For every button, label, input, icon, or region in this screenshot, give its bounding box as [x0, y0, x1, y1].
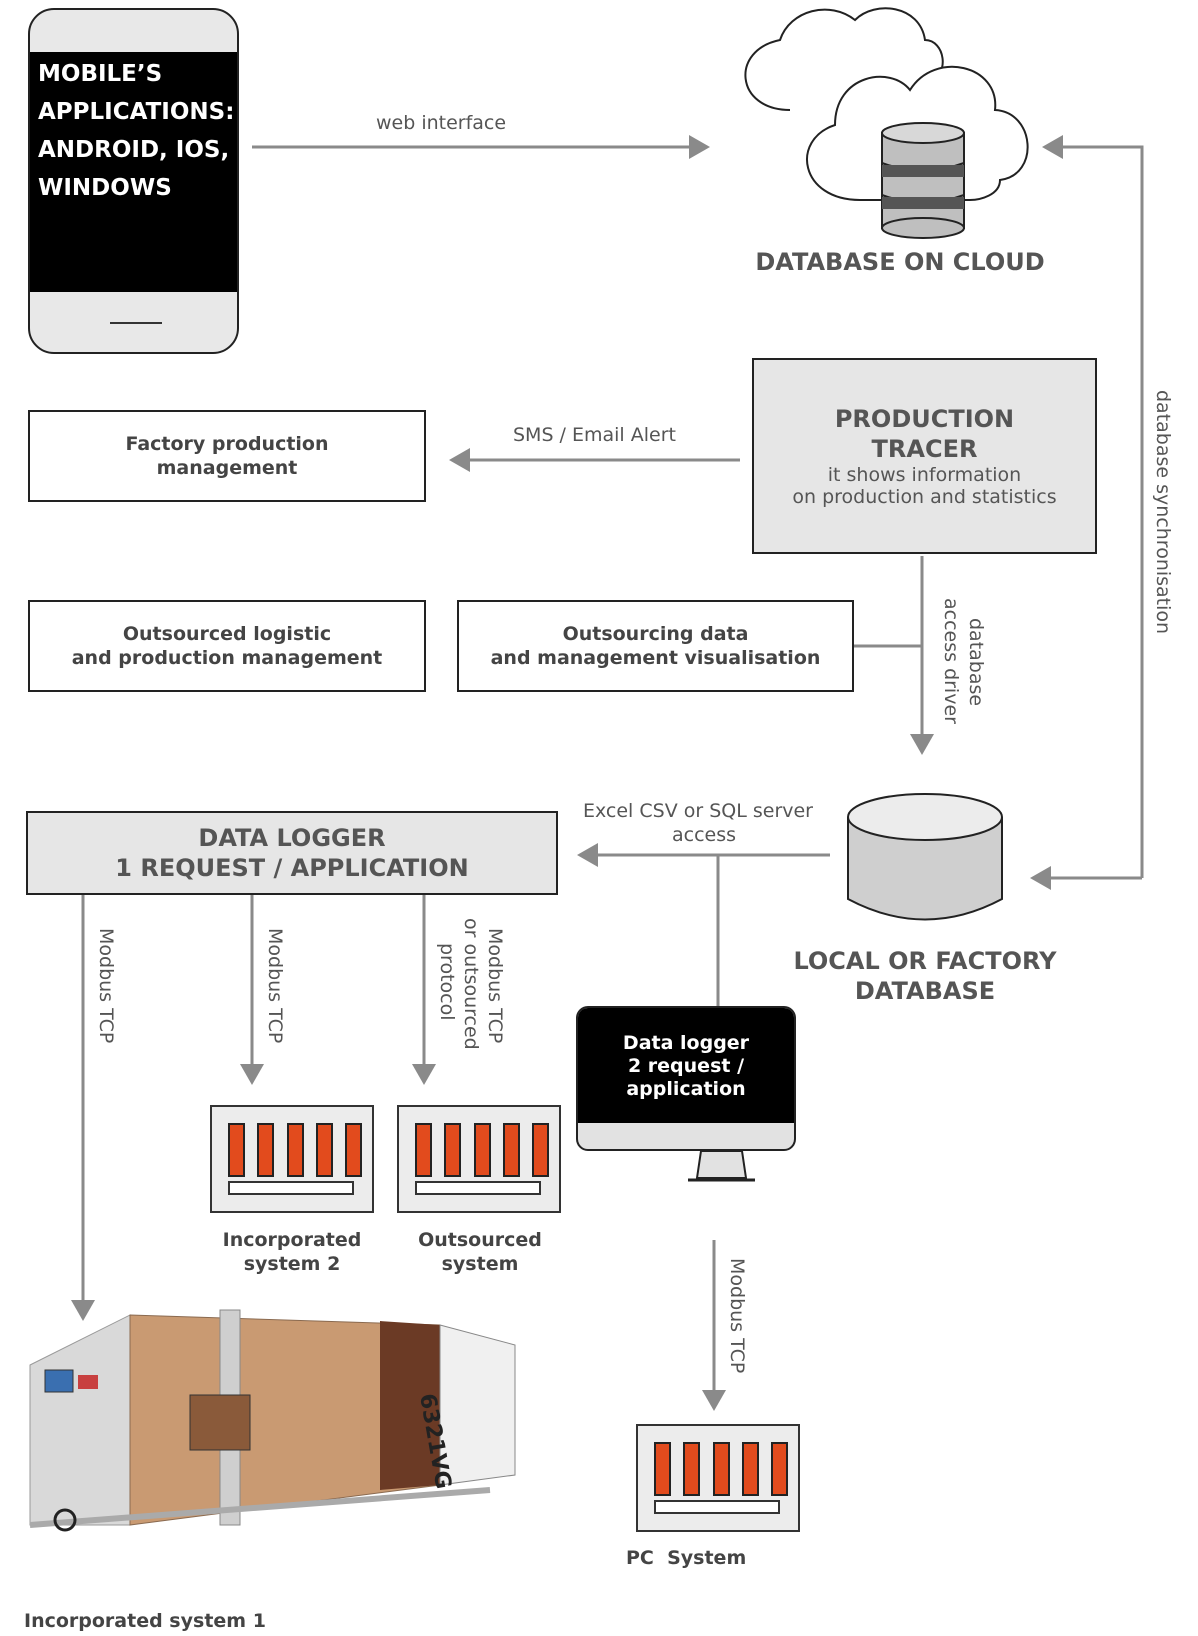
tracer-title-2: TRACER: [871, 435, 978, 463]
mobile-line-1: MOBILE’S: [38, 61, 163, 87]
logger2-line-1: Data logger: [622, 1032, 750, 1054]
outsourcing-data-box: Outsourcing data and management visualis…: [457, 600, 854, 692]
phone-screen: [30, 52, 237, 292]
plc-slot: [228, 1181, 354, 1195]
outsourcing-data-line-1: Outsourcing data: [562, 623, 749, 645]
production-tracer-box: PRODUCTION TRACER it shows information o…: [752, 358, 1097, 554]
plc-indicator: [286, 1123, 304, 1177]
plc-indicator: [257, 1123, 275, 1177]
incorporated-system-2-plc: [210, 1105, 374, 1213]
plc-indicators: [415, 1123, 549, 1177]
monitor-screen: Data logger 2 request / application: [578, 1008, 794, 1123]
database-cylinder-cloud-icon: [881, 122, 965, 239]
modbus-label-1: Modbus TCP: [95, 928, 117, 1044]
incorporated-system-1-label: Incorporated system 1: [24, 1610, 266, 1632]
cnc-machine-image: 6321VG: [29, 1309, 516, 1532]
phone-home-bar: [110, 322, 162, 324]
incorporated-2-line-2: system 2: [243, 1253, 341, 1275]
local-database-icon: [847, 793, 1003, 921]
mobile-apps-label: MOBILE’S APPLICATIONS: ANDROID, IOS, WIN…: [38, 55, 237, 207]
tracer-sub-2: on production and statistics: [792, 486, 1057, 508]
outsourced-system-plc: [397, 1105, 561, 1213]
excel-label-2: access: [672, 824, 737, 846]
plc-slot: [654, 1500, 780, 1514]
modbus-label-3b: or outsourced: [460, 918, 482, 1050]
pc-system-plc: [636, 1424, 800, 1532]
modbus-label-2: Modbus TCP: [264, 928, 286, 1044]
outsourced-logistic-line-2: and production management: [71, 647, 383, 669]
tracer-sub-1: it shows information: [827, 464, 1022, 486]
cloud-icon: [744, 7, 1029, 239]
incorporated-system-2-label: Incorporated system 2: [212, 1228, 372, 1276]
plc-indicator: [502, 1123, 520, 1177]
tracer-title-1: PRODUCTION: [834, 405, 1015, 433]
mobile-line-4: WINDOWS: [38, 175, 172, 201]
plc-indicator: [654, 1442, 671, 1496]
plc-indicators: [654, 1442, 788, 1496]
mobile-phone: MOBILE’S APPLICATIONS: ANDROID, IOS, WIN…: [28, 8, 239, 354]
mobile-line-3: ANDROID, IOS,: [38, 137, 230, 163]
modbus-pc-label: Modbus TCP: [726, 1258, 748, 1374]
local-db-line-2: DATABASE: [854, 977, 996, 1005]
modbus-label-3a: Modbus TCP: [484, 928, 506, 1044]
incorporated-2-line-1: Incorporated: [222, 1229, 362, 1251]
outsourcing-data-line-2: and management visualisation: [490, 647, 821, 669]
outsourced-logistic-box: Outsourced logistic and production manag…: [28, 600, 426, 692]
factory-mgmt-line-2: management: [156, 457, 298, 479]
logger2-line-3: application: [626, 1078, 746, 1100]
logger2-line-2: 2 request /: [627, 1055, 745, 1077]
outsourced-line-2: system: [441, 1253, 519, 1275]
db-sync-label: database synchronisation: [1152, 390, 1174, 635]
outsourced-line-1: Outsourced: [418, 1229, 542, 1251]
data-logger-line-1: DATA LOGGER: [198, 824, 386, 852]
outsourced-system-label: Outsourced system: [400, 1228, 560, 1276]
db-sync-to-cloud-arrow: [1042, 135, 1144, 878]
plc-indicator: [532, 1123, 549, 1177]
db-access-label-1: database: [965, 618, 987, 707]
cloud-db-label: DATABASE ON CLOUD: [755, 248, 1045, 276]
data-logger-box: DATA LOGGER 1 REQUEST / APPLICATION: [26, 811, 558, 895]
data-logger-line-2: 1 REQUEST / APPLICATION: [115, 854, 469, 882]
plc-indicators: [228, 1123, 362, 1177]
plc-indicator: [473, 1123, 491, 1177]
plc-indicator: [712, 1442, 730, 1496]
factory-mgmt-line-1: Factory production: [125, 433, 329, 455]
mobile-line-2: APPLICATIONS:: [38, 99, 235, 125]
data-logger-2-monitor: Data logger 2 request / application: [576, 1006, 796, 1151]
db-access-label-2: access driver: [940, 598, 962, 724]
plc-indicator: [683, 1442, 701, 1496]
plc-indicator: [771, 1442, 788, 1496]
sms-email-label: SMS / Email Alert: [513, 424, 676, 446]
plc-indicator: [415, 1123, 432, 1177]
excel-label-1: Excel CSV or SQL server: [583, 800, 813, 822]
plc-indicator: [315, 1123, 333, 1177]
plc-indicator: [228, 1123, 245, 1177]
plc-slot: [415, 1181, 541, 1195]
plc-indicator: [741, 1442, 759, 1496]
plc-indicator: [345, 1123, 362, 1177]
outsourced-logistic-line-1: Outsourced logistic: [122, 623, 332, 645]
modbus-label-3c: protocol: [436, 943, 458, 1021]
web-interface-label: web interface: [376, 112, 507, 134]
plc-indicator: [444, 1123, 462, 1177]
monitor-stand-icon: [688, 1150, 755, 1182]
local-db-line-1: LOCAL OR FACTORY: [793, 947, 1057, 975]
pc-system-label: PC System: [626, 1547, 747, 1569]
local-db-label: LOCAL OR FACTORY DATABASE: [770, 946, 1080, 1006]
factory-mgmt-box: Factory production management: [28, 410, 426, 502]
